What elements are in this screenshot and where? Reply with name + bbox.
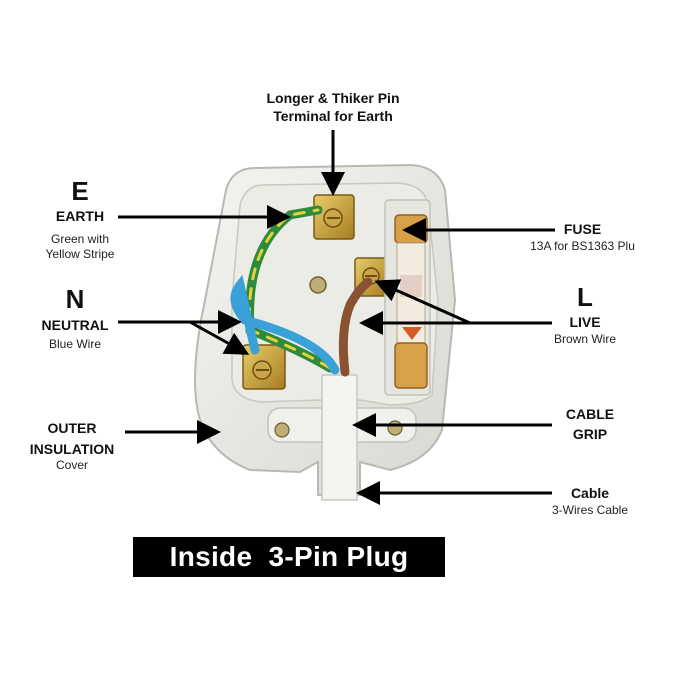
cable-desc: 3-Wires Cable bbox=[551, 502, 629, 517]
earth-desc2: Yellow Stripe bbox=[45, 246, 115, 261]
label-cable-grip: CABLE GRIP bbox=[545, 406, 635, 443]
live-letter: L bbox=[577, 282, 593, 312]
label-neutral: N NEUTRAL Blue Wire bbox=[25, 286, 125, 352]
centre-screw bbox=[309, 276, 327, 294]
earth-name: EARTH bbox=[55, 208, 105, 224]
neutral-letter: N bbox=[65, 284, 85, 314]
label-outer-insulation: OUTER INSULATION Cover bbox=[16, 420, 128, 473]
neutral-wire bbox=[230, 274, 340, 375]
cable-name: Cable bbox=[570, 485, 610, 501]
earth-letter: E bbox=[71, 176, 89, 206]
live-wire bbox=[338, 277, 373, 377]
earth-desc1: Green with bbox=[50, 231, 110, 246]
top-pin-line1: Longer & Thiker Pin bbox=[266, 90, 400, 106]
cable-grip-line1: CABLE bbox=[565, 406, 615, 422]
diagram-title: Inside 3-Pin Plug bbox=[169, 541, 409, 572]
neutral-name: NEUTRAL bbox=[41, 317, 109, 333]
outer-line2: INSULATION bbox=[29, 440, 115, 457]
title-banner: Inside 3-Pin Plug bbox=[133, 537, 445, 577]
label-fuse: FUSE 13A for BS1363 Plu bbox=[520, 221, 645, 254]
live-desc: Brown Wire bbox=[553, 331, 616, 346]
live-name: LIVE bbox=[569, 314, 601, 330]
fuse-desc: 13A for BS1363 Plu bbox=[530, 238, 635, 253]
label-earth: E EARTH Green with Yellow Stripe bbox=[30, 178, 130, 262]
fuse-name: FUSE bbox=[563, 221, 602, 237]
outer-line1: OUTER bbox=[47, 420, 97, 436]
top-pin-line2: Terminal for Earth bbox=[273, 107, 393, 124]
arrow-neutral-terminal bbox=[189, 320, 250, 355]
outer-desc: Cover bbox=[55, 458, 88, 472]
label-live: L LIVE Brown Wire bbox=[535, 284, 635, 347]
arrow-live-terminal bbox=[374, 279, 471, 325]
label-cable: Cable 3-Wires Cable bbox=[535, 485, 645, 518]
cable-grip-line2: GRIP bbox=[572, 425, 608, 442]
neutral-desc: Blue Wire bbox=[48, 336, 101, 351]
label-top-pin: Longer & Thiker Pin Terminal for Earth bbox=[238, 90, 428, 125]
fuse-cap-bottom bbox=[394, 342, 428, 389]
cable-sheath bbox=[321, 374, 358, 501]
